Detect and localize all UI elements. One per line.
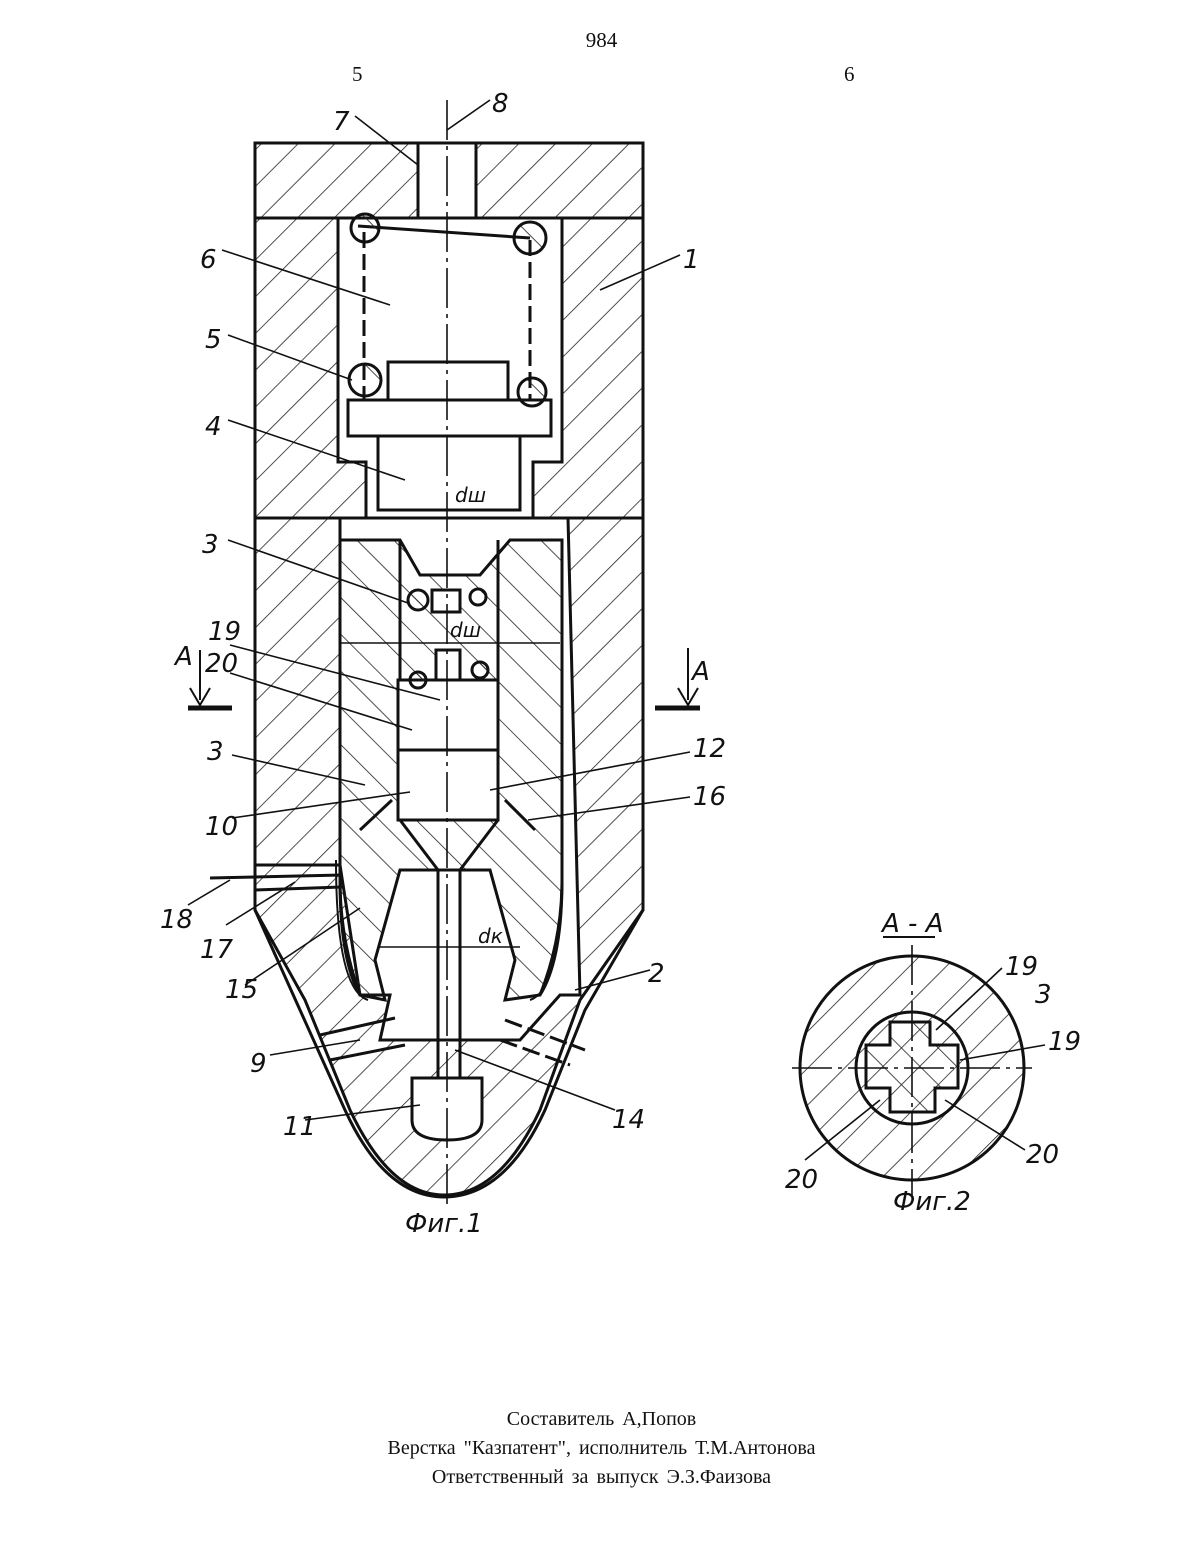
section-title-a-a: А - А	[880, 909, 943, 939]
label-6: 6	[200, 245, 217, 275]
label-16: 16	[693, 782, 726, 812]
fig2-label-19-right: 19	[1048, 1027, 1081, 1057]
label-4: 4	[205, 412, 222, 442]
label-3-upper: 3	[202, 530, 219, 560]
fig2-label-20-left: 20	[785, 1165, 818, 1195]
label-18: 18	[160, 905, 193, 935]
figure-1-caption: Фиг.1	[405, 1209, 483, 1239]
fig2-label-3: 3	[1035, 980, 1052, 1010]
label-14: 14	[612, 1105, 645, 1135]
label-5: 5	[205, 325, 222, 355]
responsible-line: Ответственный за выпуск Э.З.Фаизова	[0, 1463, 1203, 1492]
label-1: 1	[683, 245, 700, 275]
label-9: 9	[250, 1049, 267, 1079]
composer-line: Составитель А,Попов	[0, 1405, 1203, 1434]
fig2-label-19-top: 19	[1005, 952, 1038, 982]
label-15: 15	[225, 975, 258, 1005]
label-7: 7	[333, 107, 350, 137]
dim-d-sh: dш	[455, 483, 486, 507]
label-11: 11	[283, 1112, 316, 1142]
fig2-label-20-right: 20	[1026, 1140, 1059, 1170]
upper-body	[255, 218, 643, 518]
dim-d-k: dк	[478, 924, 503, 948]
layout-line: Верстка "Казпатент", исполнитель Т.М.Ант…	[0, 1434, 1203, 1463]
section-marker-a-right: A	[690, 657, 710, 687]
dim-d-sh1: dш	[450, 618, 481, 642]
label-20: 20	[205, 649, 238, 679]
label-19: 19	[208, 617, 241, 647]
figure-1	[188, 100, 700, 1210]
label-8: 8	[492, 89, 509, 119]
top-cap	[255, 143, 643, 218]
credits-block: Составитель А,Попов Верстка "Казпатент",…	[0, 1405, 1203, 1492]
label-17: 17	[200, 935, 234, 965]
section-marker-a-left: A	[173, 642, 193, 672]
label-3-lower: 3	[207, 737, 224, 767]
label-10: 10	[205, 812, 238, 842]
label-12: 12	[693, 734, 726, 764]
figure-2-caption: Фиг.2	[893, 1187, 971, 1217]
label-2: 2	[648, 959, 665, 989]
